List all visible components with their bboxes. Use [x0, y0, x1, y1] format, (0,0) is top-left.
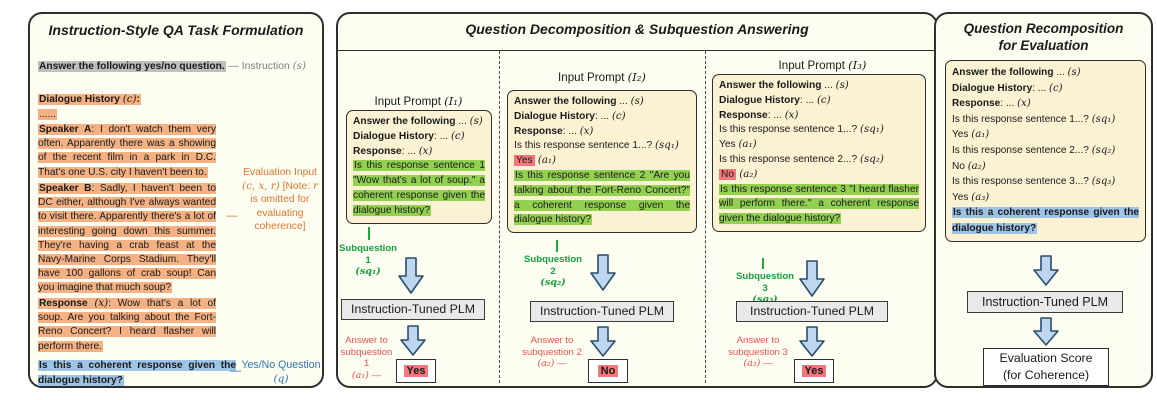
prompt-line-subq3: Is this response sentence 3...? (sq₃)	[952, 176, 1116, 188]
prompt-line-instruction: Answer the following ... (s)	[353, 116, 483, 127]
subquestion-3-text: Is this response sentence 3 "I heard fla…	[719, 183, 919, 225]
evaluation-input-connector-dash: —	[226, 210, 237, 222]
instruction-text: Answer the following yes/no question.	[38, 61, 226, 72]
instruction-row: Answer the following yes/no question. — …	[38, 60, 322, 72]
panel3-title: Question Recomposition for Evaluation	[963, 21, 1124, 53]
prompt-line-instruction: Answer the following ... (s)	[952, 67, 1081, 78]
prompt-line-response: Response: ... (x)	[719, 109, 799, 121]
prompt-line-response: Response: ... (x)	[514, 125, 594, 137]
down-arrow-icon	[590, 254, 616, 291]
prompt-line-subq1: Is this response sentence 1...? (sq₁)	[719, 124, 884, 136]
answer-3-label: Answer to subquestion 3 (a₃) —	[728, 335, 788, 370]
answer-1-box: Yes	[396, 359, 436, 383]
prompt-line-answer1: Yes (a₁)	[514, 155, 556, 167]
prompt-line-answer1: Yes (a₁)	[719, 139, 757, 151]
subquestion-3-label: Subquestion 3 (sq₃)	[735, 271, 795, 306]
down-arrow-icon	[400, 325, 426, 356]
instruction-tuned-plm-box: Instruction-Tuned PLM	[341, 299, 485, 320]
subquestion-1-label: Subquestion 1 (sq₁)	[338, 243, 398, 278]
connector-line	[368, 227, 370, 240]
panel-instruction-style-qa: Instruction-Style QA Task Formulation An…	[28, 12, 324, 388]
recomposed-prompt-box: Answer the following ... (s) Dialogue Hi…	[945, 60, 1146, 242]
input-prompt-2-box: Answer the following ... (s) Dialogue Hi…	[507, 90, 697, 234]
instruction-tuned-plm-box: Instruction-Tuned PLM	[736, 301, 888, 322]
prompt-line-context: Dialogue History: ... (c)	[952, 82, 1063, 94]
prompt-line-context: Dialogue History: ... (c)	[719, 94, 831, 106]
input-prompt-1-box: Answer the following ... (s) Dialogue Hi…	[346, 110, 492, 224]
answer-1-label: Answer to subquestion 1 (a₁) —	[340, 335, 393, 381]
prompt-line-instruction: Answer the following ... (s)	[514, 96, 644, 107]
down-arrow-icon	[799, 326, 825, 357]
panel1-title: Instruction-Style QA Task Formulation	[48, 22, 304, 38]
column-divider-2	[705, 51, 706, 383]
panel-question-decomposition: Question Decomposition & Subquestion Ans…	[336, 12, 938, 388]
subquestion-2-text: Is this response sentence 2 "Are you tal…	[514, 169, 690, 226]
prompt-line-answer1: Yes (a₁)	[952, 129, 990, 141]
prompt-line-subq1: Is this response sentence 1...? (sq₁)	[952, 113, 1116, 125]
input-prompt-1-title: Input Prompt (I₁)	[374, 94, 463, 108]
instruction-tuned-plm-box: Instruction-Tuned PLM	[530, 301, 674, 322]
down-arrow-icon	[1033, 317, 1059, 346]
answer-2-highlight: No	[719, 168, 737, 180]
down-arrow-icon	[398, 257, 424, 294]
dialogue-ellipsis: ......	[38, 109, 57, 120]
question-connector-dash: —	[230, 365, 241, 377]
answer-2-label: Answer to subquestion 2 (a₂) —	[522, 335, 582, 370]
subquestion-2-label: Subquestion 2 (sq₂)	[523, 254, 583, 289]
speaker-b-paragraph: Speaker B: Sadly, I haven't been to DC e…	[38, 183, 216, 294]
yes-no-question-label: Yes/No Question (q)	[241, 359, 321, 385]
answer-2-box: No	[588, 359, 628, 383]
prompt-line-response: Response: ... (x)	[353, 145, 433, 157]
down-arrow-icon	[799, 260, 825, 297]
down-arrow-icon	[1033, 255, 1059, 286]
prompt-line-context: Dialogue History: ... (c)	[353, 130, 465, 142]
instruction-tuned-plm-box: Instruction-Tuned PLM	[967, 291, 1123, 313]
final-question-text: Is this a coherent response given the di…	[952, 207, 1139, 234]
connector-line	[762, 258, 764, 269]
column-divider-1	[499, 51, 500, 383]
prompt-line-answer2: No (a₂)	[719, 168, 758, 180]
prompt-line-subq2: Is this response sentence 2...? (sq₂)	[719, 153, 884, 165]
input-prompt-2-title: Input Prompt (I₂)	[558, 70, 646, 84]
panel2-title: Question Decomposition & Subquestion Ans…	[465, 21, 809, 37]
down-arrow-icon	[590, 326, 616, 357]
prompt-line-subq2: Is this response sentence 2...? (sq₂)	[952, 144, 1116, 156]
prompt-line-answer3: Yes (a₃)	[952, 191, 990, 203]
response-paragraph: Response (x): Wow that's a lot of soup. …	[38, 298, 216, 352]
prompt-line-instruction: Answer the following ... (s)	[719, 80, 849, 91]
answer-3-box: Yes	[794, 359, 834, 383]
prompt-line-subq1: Is this response sentence 1...? (sq₁)	[514, 140, 679, 152]
speaker-a-paragraph: Speaker A: I don't watch them very often…	[38, 124, 216, 178]
prompt-line-answer2: No (a₂)	[952, 160, 986, 172]
evaluation-input-label: Evaluation Input (c, x, r) [Note: r is o…	[242, 167, 318, 233]
title-separator	[338, 50, 936, 51]
answer-1-highlight: Yes	[514, 155, 535, 167]
dialogue-history-heading: Dialogue History (c):	[38, 94, 141, 105]
connector-line	[556, 240, 558, 252]
prompt-line-context: Dialogue History: ... (c)	[514, 110, 626, 122]
input-prompt-3-title: Input Prompt (I₃)	[778, 58, 867, 72]
subquestion-1-text: Is this response sentence 1 "Wow that's …	[353, 160, 485, 216]
evaluation-score-box: Evaluation Score (for Coherence)	[983, 348, 1109, 386]
input-prompt-3-box: Answer the following ... (s) Dialogue Hi…	[712, 74, 926, 232]
panel-question-recomposition: Question Recomposition for Evaluation An…	[934, 12, 1153, 388]
coherence-question: Is this a coherent response given the di…	[38, 360, 236, 386]
prompt-line-response: Response: ... (x)	[952, 98, 1031, 110]
instruction-label: — Instruction (s)	[228, 60, 307, 72]
